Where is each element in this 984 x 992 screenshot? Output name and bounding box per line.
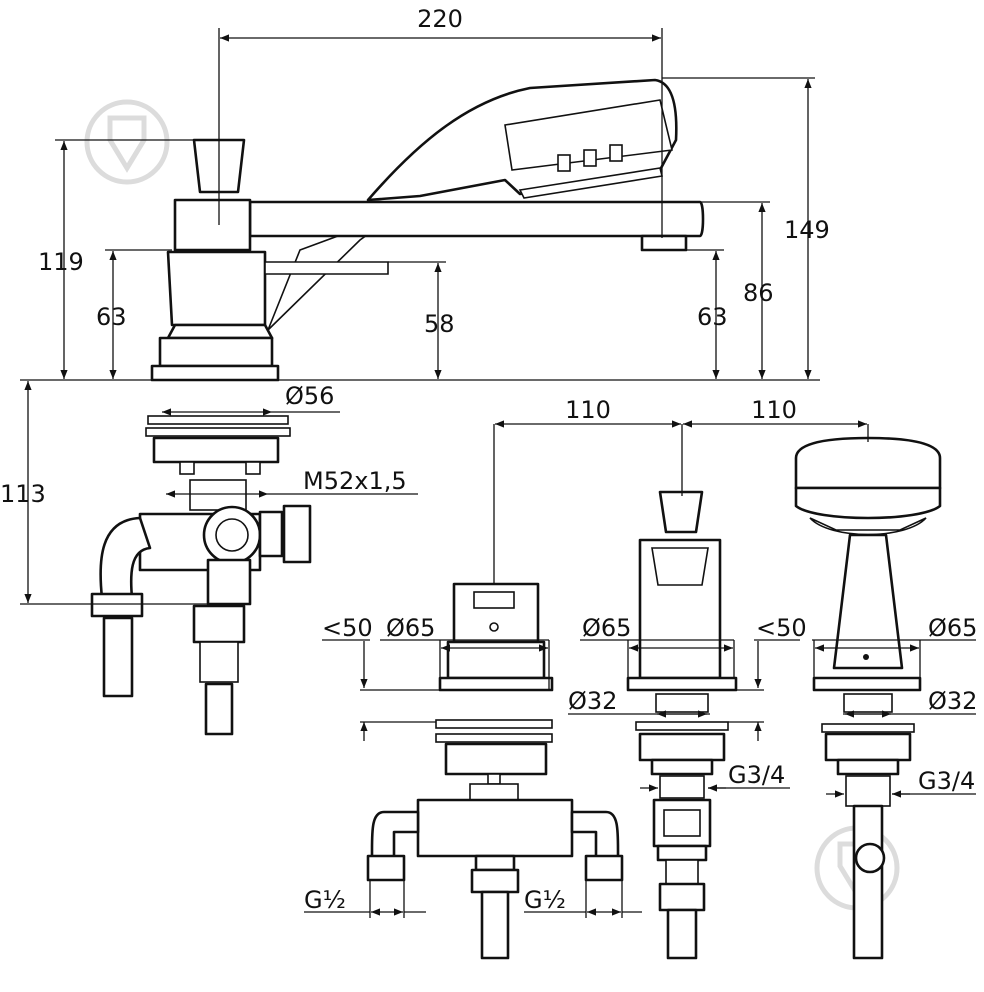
dim-rosette-1: Ø65 (386, 614, 435, 642)
dim-connection-2: G3/4 (918, 767, 975, 795)
dimension-lines-top (20, 28, 820, 605)
dim-spacing-1: 110 (565, 396, 611, 424)
dim-thread: M52x1,5 (303, 467, 407, 495)
dim-base-diameter: Ø56 (285, 382, 334, 410)
dim-hole-2: Ø32 (928, 687, 977, 715)
dim-spacing-2: 110 (751, 396, 797, 424)
dim-below-deck: 113 (0, 480, 46, 508)
diverter-unit (366, 582, 624, 960)
dim-body-height-left: 63 (96, 303, 127, 331)
dim-lever-arm-height: 58 (424, 310, 455, 338)
handle-unit (626, 490, 738, 960)
hand-shower-unit (794, 436, 942, 960)
dim-spout-reach: 220 (417, 5, 463, 33)
dim-spout-height: 86 (743, 279, 774, 307)
dim-rosette-3: Ø65 (928, 614, 977, 642)
dim-deck-max-left: <50 (322, 614, 373, 642)
shield-drop-icon (84, 99, 170, 185)
dim-total-height: 149 (784, 216, 830, 244)
dimension-lines-bottom (304, 420, 976, 918)
dim-rosette-2: Ø65 (582, 614, 631, 642)
dim-hole-1: Ø32 (568, 687, 617, 715)
dim-spout-outlet-height: 63 (697, 303, 728, 331)
assembled-faucet (90, 78, 705, 736)
dim-inlet-left: G½ (304, 886, 346, 914)
dim-connection-1: G3/4 (728, 761, 785, 789)
dim-deck-max-right: <50 (756, 614, 807, 642)
dim-lever-height: 119 (38, 248, 84, 276)
dim-inlet-right: G½ (524, 886, 566, 914)
dimension-labels: 220 149 119 63 58 63 86 Ø56 M52x1,5 113 … (0, 5, 977, 914)
